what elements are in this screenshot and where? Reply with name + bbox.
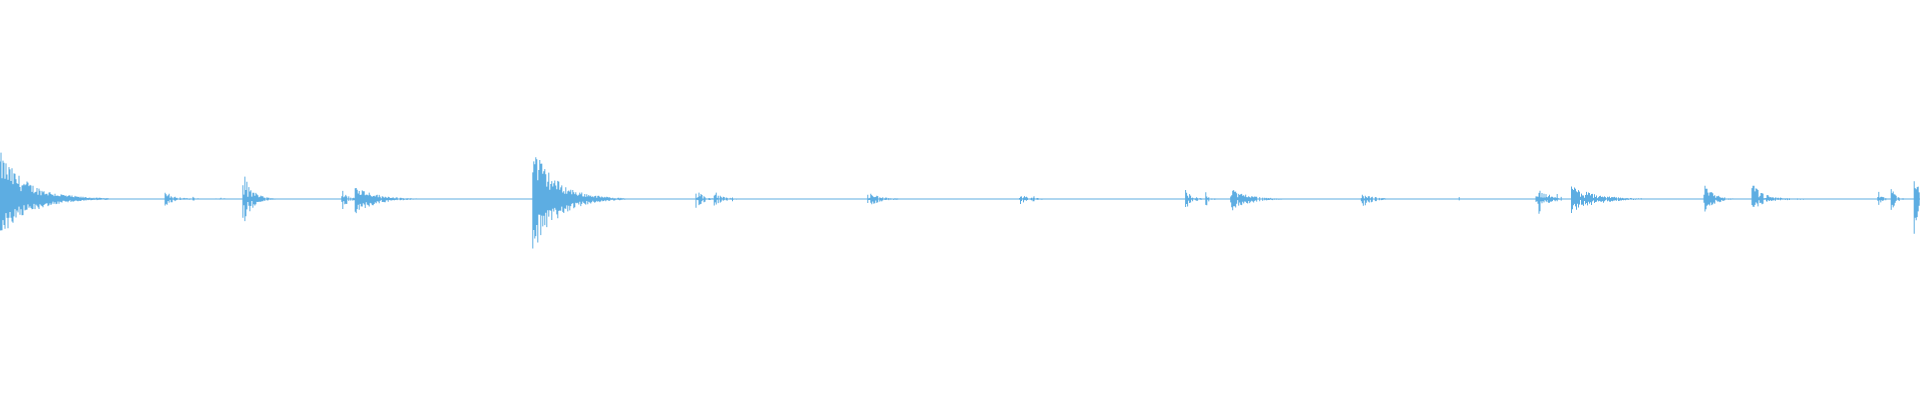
waveform-burst bbox=[1751, 185, 1794, 207]
waveform-burst bbox=[1571, 186, 1664, 213]
waveform-bursts bbox=[0, 152, 1920, 249]
waveform-burst bbox=[1019, 196, 1049, 204]
waveform-burst bbox=[1913, 181, 1920, 234]
waveform-burst bbox=[1360, 194, 1403, 206]
waveform-burst bbox=[354, 188, 432, 214]
waveform-burst bbox=[1554, 194, 1571, 202]
waveform-burst bbox=[1230, 190, 1299, 211]
waveform-burst bbox=[1708, 192, 1743, 206]
waveform-burst bbox=[713, 192, 748, 206]
waveform-burst bbox=[164, 192, 208, 206]
waveform-burst bbox=[867, 193, 916, 205]
waveform-burst bbox=[1205, 192, 1220, 206]
waveform-burst bbox=[0, 152, 110, 231]
waveform-burst bbox=[532, 157, 626, 249]
waveform-burst bbox=[242, 176, 277, 222]
waveform-burst bbox=[1890, 189, 1908, 210]
waveform-burst bbox=[695, 192, 721, 208]
